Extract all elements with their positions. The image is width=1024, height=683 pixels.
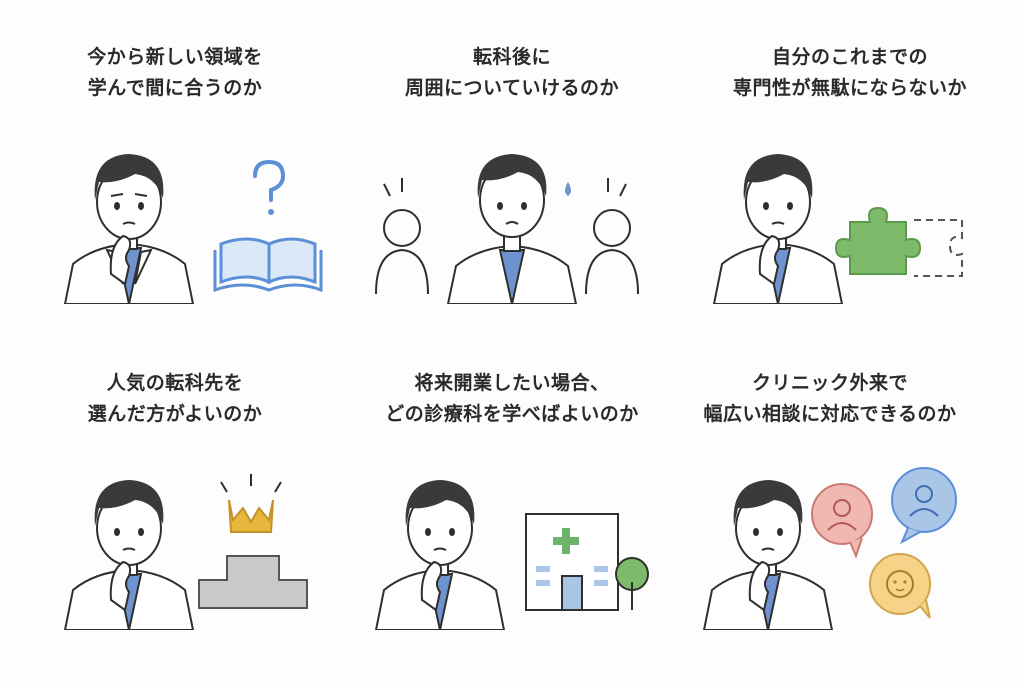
doctor-figure <box>63 480 195 630</box>
caption-line-2: 幅広い相談に対応できるのか <box>703 403 957 425</box>
doctor-figure <box>712 154 844 304</box>
colleague-outline-left <box>375 178 429 295</box>
panel-experience: 自分のこれまでの 専門性が無駄にならないか <box>700 42 1000 312</box>
doctor-figure <box>702 480 834 630</box>
panel-caption: 自分のこれまでの 専門性が無駄にならないか <box>700 42 1000 104</box>
open-book-question-icon <box>213 159 323 293</box>
puzzle-piece-icon <box>834 206 963 277</box>
caption-line-1: 将来開業したい場合、 <box>414 372 610 394</box>
panel-caption: クリニック外来で 幅広い相談に対応できるのか <box>680 368 980 430</box>
doctor-podium-illustration <box>25 460 325 630</box>
doctor-puzzle-illustration <box>700 134 1000 304</box>
panel-fit-in: 転科後に 周囲についていけるのか <box>362 42 662 312</box>
caption-line-1: 転科後に <box>472 46 551 68</box>
panel-outpatient: クリニック外来で 幅広い相談に対応できるのか <box>680 368 980 638</box>
doctor-figure <box>63 154 195 304</box>
doctor-figure <box>446 154 578 304</box>
doctor-clinic-illustration <box>362 460 662 630</box>
patient-speech-bubbles-icon <box>811 467 957 619</box>
caption-line-2: どの診療科を学べばよいのか <box>385 403 639 425</box>
doctor-colleagues-illustration <box>362 134 662 304</box>
doctor-thinking-illustration <box>25 134 325 304</box>
clinic-building-icon <box>525 513 649 611</box>
panel-caption: 転科後に 周囲についていけるのか <box>362 42 662 104</box>
doctor-consult-illustration <box>680 460 980 630</box>
caption-line-2: 周囲についていけるのか <box>405 77 619 99</box>
panel-clinic: 将来開業したい場合、 どの診療科を学べばよいのか <box>362 368 662 638</box>
caption-line-1: 自分のこれまでの <box>771 46 928 68</box>
panel-caption: 将来開業したい場合、 どの診療科を学べばよいのか <box>362 368 662 430</box>
caption-line-1: 人気の転科先を <box>106 372 244 394</box>
caption-line-2: 選んだ方がよいのか <box>87 403 263 425</box>
panel-popular: 人気の転科先を 選んだ方がよいのか <box>25 368 325 638</box>
doctor-figure <box>374 480 506 630</box>
panel-new-field: 今から新しい領域を 学んで間に合うのか <box>25 42 325 312</box>
caption-line-1: 今から新しい領域を <box>87 46 263 68</box>
caption-line-2: 専門性が無駄にならないか <box>732 77 967 99</box>
caption-line-1: クリニック外来で <box>751 372 908 394</box>
caption-line-2: 学んで間に合うのか <box>87 77 263 99</box>
panel-caption: 今から新しい領域を 学んで間に合うのか <box>25 42 325 104</box>
crown-podium-icon <box>198 474 308 609</box>
colleague-outline-right <box>585 178 639 295</box>
panel-caption: 人気の転科先を 選んだ方がよいのか <box>25 368 325 430</box>
